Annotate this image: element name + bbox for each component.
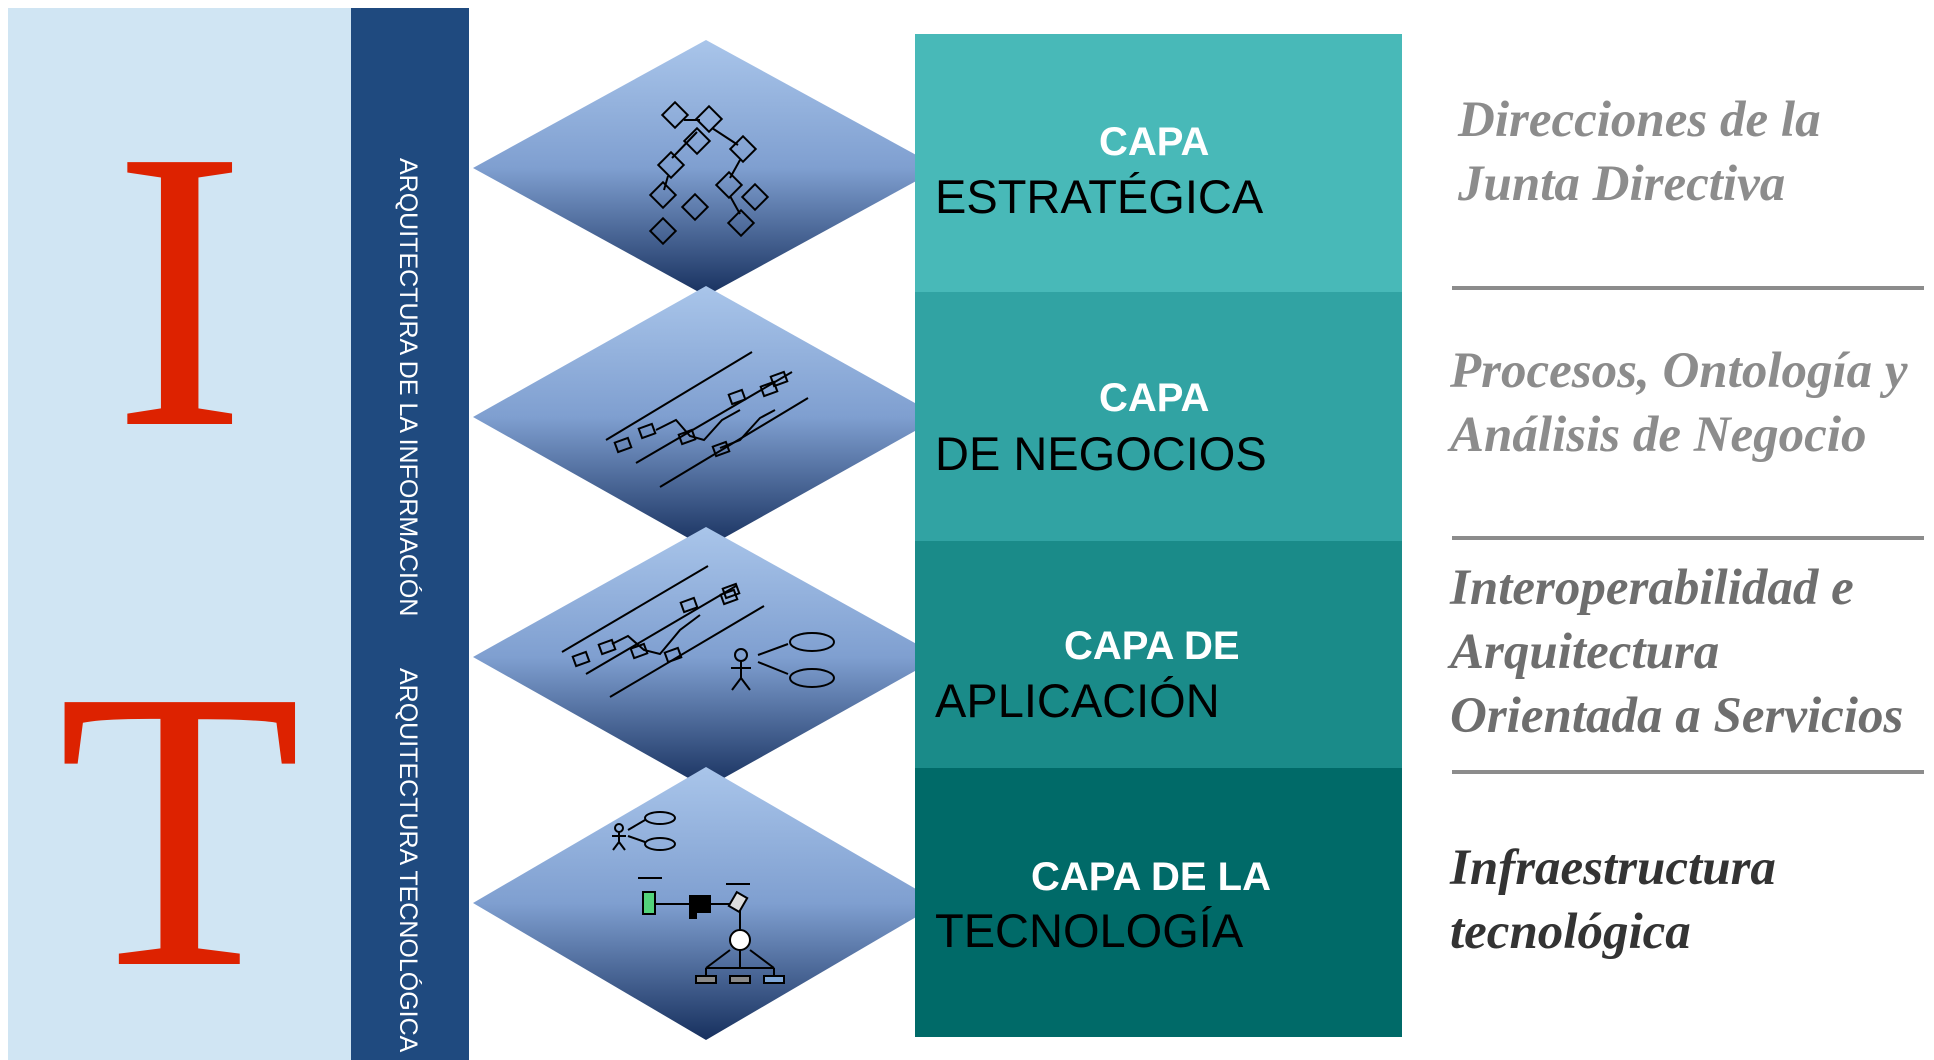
layer-title-technology: CAPA DE LA (1031, 855, 1271, 899)
letter-i: I (112, 68, 247, 511)
description-line: Interoperabilidad e (1450, 560, 1854, 616)
architecture-band: ARQUITECTURA DE LA INFORMACIÓN ARQUITECT… (351, 8, 469, 1060)
divider (1452, 770, 1924, 774)
description-application: Interoperabilidad e Arquitectura Orienta… (1450, 556, 1930, 748)
network-infrastructure-icon (612, 811, 785, 984)
layer-subtitle-business: DE NEGOCIOS (935, 427, 1267, 480)
divider (1452, 286, 1924, 290)
layer-subtitle-strategic: ESTRATÉGICA (935, 170, 1264, 223)
description-line: Análisis de Negocio (1450, 407, 1867, 463)
application-use-case-icon (561, 565, 835, 698)
description-line: Junta Directiva (1458, 156, 1786, 212)
divider (1452, 536, 1924, 540)
description-business: Procesos, Ontología y Análisis de Negoci… (1450, 339, 1930, 467)
description-line: Infraestructura (1450, 840, 1776, 896)
description-technology: Infraestructura tecnológica (1450, 836, 1930, 964)
layer-title-application: CAPA DE (1064, 624, 1240, 668)
layer-title-strategic: CAPA (1099, 120, 1210, 164)
description-line: Orientada a Servicios (1450, 688, 1904, 744)
description-strategic: Direcciones de la Junta Directiva (1458, 88, 1934, 216)
technology-layer: CAPA DE LA TECNOLOGÍA (915, 768, 1402, 1037)
org-chart-icon (648, 100, 770, 246)
process-flow-icon (605, 351, 809, 488)
letter-t: T (57, 608, 302, 1051)
description-line: Direcciones de la (1458, 92, 1821, 148)
strategic-layer: CAPA ESTRATÉGICA (915, 34, 1402, 292)
layer-subtitle-technology: TECNOLOGÍA (935, 904, 1244, 957)
layer-subtitle-application: APLICACIÓN (935, 674, 1220, 727)
application-layer: CAPA DE APLICACIÓN (915, 541, 1402, 768)
business-layer: CAPA DE NEGOCIOS (915, 292, 1402, 541)
description-line: Procesos, Ontología y (1450, 343, 1908, 399)
layer-title-business: CAPA (1099, 376, 1210, 420)
diamond-strategic (473, 40, 940, 296)
it-panel: I T (8, 8, 351, 1060)
description-line: tecnológica (1450, 904, 1691, 960)
diamond-business (473, 286, 940, 548)
diamond-application (473, 527, 940, 788)
description-line: Arquitectura (1450, 624, 1720, 680)
